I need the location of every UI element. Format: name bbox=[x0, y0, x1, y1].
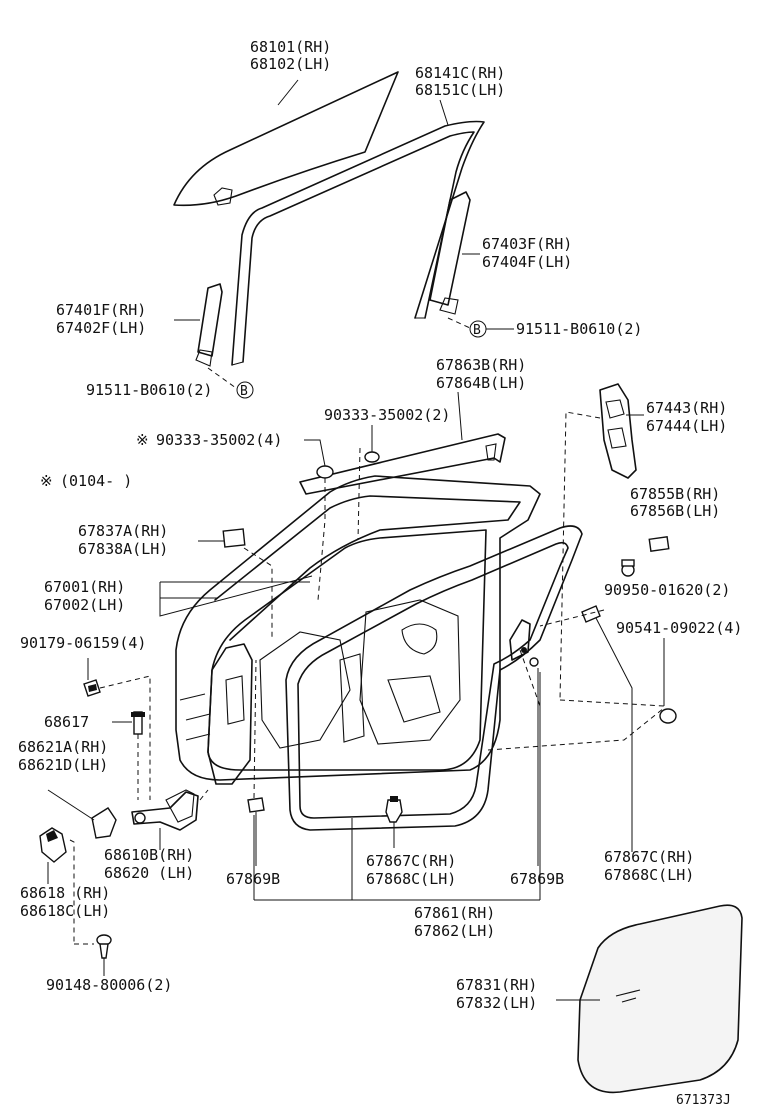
svg-text:※: ※ bbox=[40, 472, 53, 490]
grommet bbox=[648, 536, 670, 552]
label-rear-channel: 67403F(RH) 67404F(LH) bbox=[482, 235, 572, 271]
clip-67869b-left bbox=[247, 797, 265, 813]
svg-text:67856B(LH): 67856B(LH) bbox=[630, 502, 720, 520]
label-bolt-90541: 90541-09022(4) bbox=[616, 619, 742, 637]
svg-text:68620 (LH): 68620 (LH) bbox=[104, 864, 194, 882]
svg-text:67404F(LH): 67404F(LH) bbox=[482, 253, 572, 271]
bolt-90179 bbox=[83, 679, 101, 697]
door-weatherstrip bbox=[285, 525, 583, 831]
svg-text:67838A(LH): 67838A(LH) bbox=[78, 540, 168, 558]
glass-leader bbox=[277, 79, 299, 106]
label-bolt-b-left: 91511-B0610(2) bbox=[86, 381, 212, 399]
label-belt-moulding: 67863B(RH) 67864B(LH) bbox=[436, 356, 526, 392]
svg-text:67403F(RH): 67403F(RH) bbox=[482, 235, 572, 253]
belt-moulding bbox=[299, 433, 506, 495]
svg-text:67831(RH): 67831(RH) bbox=[456, 976, 537, 994]
svg-text:67402F(LH): 67402F(LH) bbox=[56, 319, 146, 337]
svg-text:67868C(LH): 67868C(LH) bbox=[366, 870, 456, 888]
cushion bbox=[222, 528, 246, 548]
label-hinge-cover: 67443(RH) 67444(LH) bbox=[646, 399, 727, 435]
svg-text:B: B bbox=[240, 384, 248, 399]
bolt-90541 bbox=[581, 605, 601, 623]
callout-b-left: B bbox=[236, 381, 254, 399]
run-channel-leader bbox=[439, 99, 449, 126]
svg-text:67867C(RH): 67867C(RH) bbox=[366, 852, 456, 870]
door-lock-striker bbox=[509, 619, 539, 667]
label-part-68618: 68618 (RH) 68618C(LH) bbox=[20, 884, 110, 920]
svg-text:68621A(RH): 68621A(RH) bbox=[18, 738, 108, 756]
callout-b-right: B bbox=[469, 320, 487, 338]
label-bolt-b-right: 91511-B0610(2) bbox=[516, 320, 642, 338]
svg-text:68102(LH): 68102(LH) bbox=[250, 55, 331, 73]
svg-text:(0104- ): (0104- ) bbox=[60, 472, 132, 490]
label-door-panel: 67001(RH) 67002(LH) bbox=[44, 578, 125, 614]
svg-text:67864B(LH): 67864B(LH) bbox=[436, 374, 526, 392]
svg-text:67401F(RH): 67401F(RH) bbox=[56, 301, 146, 319]
svg-text:67863B(RH): 67863B(RH) bbox=[436, 356, 526, 374]
label-date-note: ※ (0104- ) bbox=[40, 472, 132, 490]
plug-90950 bbox=[621, 559, 635, 577]
glass-run-channel bbox=[231, 120, 485, 366]
label-part-68617: 68617 bbox=[44, 713, 89, 731]
label-plug-90950: 90950-01620(2) bbox=[604, 581, 730, 599]
svg-text:90333-35002(4): 90333-35002(4) bbox=[156, 431, 282, 449]
clip-90333-4 bbox=[316, 465, 334, 479]
svg-text:67001(RH): 67001(RH) bbox=[44, 578, 125, 596]
label-clip-67869b-right: 67869B bbox=[510, 870, 564, 888]
label-cushion: 67837A(RH) 67838A(LH) bbox=[78, 522, 168, 558]
door-check-68610 bbox=[131, 789, 199, 831]
label-clip-67869b-left: 67869B bbox=[226, 870, 280, 888]
svg-text:68621D(LH): 68621D(LH) bbox=[18, 756, 108, 774]
svg-text:68618 (RH): 68618 (RH) bbox=[20, 884, 110, 902]
svg-text:68151C(LH): 68151C(LH) bbox=[415, 81, 505, 99]
label-door-check: 68610B(RH) 68620 (LH) bbox=[104, 846, 194, 882]
svg-text:67444(LH): 67444(LH) bbox=[646, 417, 727, 435]
svg-text:68141C(RH): 68141C(RH) bbox=[415, 64, 505, 82]
svg-text:67443(RH): 67443(RH) bbox=[646, 399, 727, 417]
svg-text:67868C(LH): 67868C(LH) bbox=[604, 866, 694, 884]
label-front-channel: 67401F(RH) 67402F(LH) bbox=[56, 301, 146, 337]
front-lower-channel bbox=[195, 283, 223, 367]
label-clip-67867c-right: 67867C(RH) 67868C(LH) bbox=[604, 848, 694, 884]
svg-text:67837A(RH): 67837A(RH) bbox=[78, 522, 168, 540]
label-bolt-90179: 90179-06159(4) bbox=[20, 634, 146, 652]
svg-text:67855B(RH): 67855B(RH) bbox=[630, 485, 720, 503]
service-hole-cover bbox=[577, 904, 743, 1094]
label-run-channel: 68141C(RH) 68151C(LH) bbox=[415, 64, 505, 99]
hinge-cover bbox=[599, 383, 637, 479]
svg-text:67832(LH): 67832(LH) bbox=[456, 994, 537, 1012]
label-weatherstrip: 67861(RH) 67862(LH) bbox=[414, 904, 495, 940]
part-68618 bbox=[39, 827, 67, 863]
svg-text:68618C(LH): 68618C(LH) bbox=[20, 902, 110, 920]
svg-text:※: ※ bbox=[136, 431, 149, 449]
label-bracket-68621: 68621A(RH) 68621D(LH) bbox=[18, 738, 108, 774]
label-glass: 68101(RH) 68102(LH) bbox=[250, 38, 331, 73]
svg-text:67861(RH): 67861(RH) bbox=[414, 904, 495, 922]
bracket-68621 bbox=[91, 807, 117, 839]
pin-68617 bbox=[131, 711, 145, 735]
svg-text:67862(LH): 67862(LH) bbox=[414, 922, 495, 940]
rear-lower-channel bbox=[429, 191, 471, 315]
label-screw-90148: 90148-80006(2) bbox=[46, 976, 172, 994]
screw-90148 bbox=[96, 934, 112, 959]
label-clip-90333-4: ※ 90333-35002(4) bbox=[136, 431, 282, 449]
svg-text:68101(RH): 68101(RH) bbox=[250, 38, 331, 56]
label-grommet: 67855B(RH) 67856B(LH) bbox=[630, 485, 720, 520]
label-service-hole-cover: 67831(RH) 67832(LH) bbox=[456, 976, 537, 1012]
svg-text:67002(LH): 67002(LH) bbox=[44, 596, 125, 614]
clip-67867c bbox=[385, 796, 403, 823]
figure-code: 671373J bbox=[676, 1093, 731, 1108]
door-glass bbox=[173, 71, 399, 207]
clip-90333-2 bbox=[364, 451, 380, 463]
svg-text:67867C(RH): 67867C(RH) bbox=[604, 848, 694, 866]
label-clip-90333-2: 90333-35002(2) bbox=[324, 406, 450, 424]
weatherstrip-leader bbox=[253, 672, 541, 901]
svg-text:68610B(RH): 68610B(RH) bbox=[104, 846, 194, 864]
door-panel bbox=[175, 475, 541, 785]
belt-moulding-leader bbox=[457, 391, 463, 441]
bolt-90541-lower bbox=[659, 708, 677, 724]
label-clip-67867c: 67867C(RH) 67868C(LH) bbox=[366, 852, 456, 888]
svg-text:B: B bbox=[473, 323, 481, 338]
